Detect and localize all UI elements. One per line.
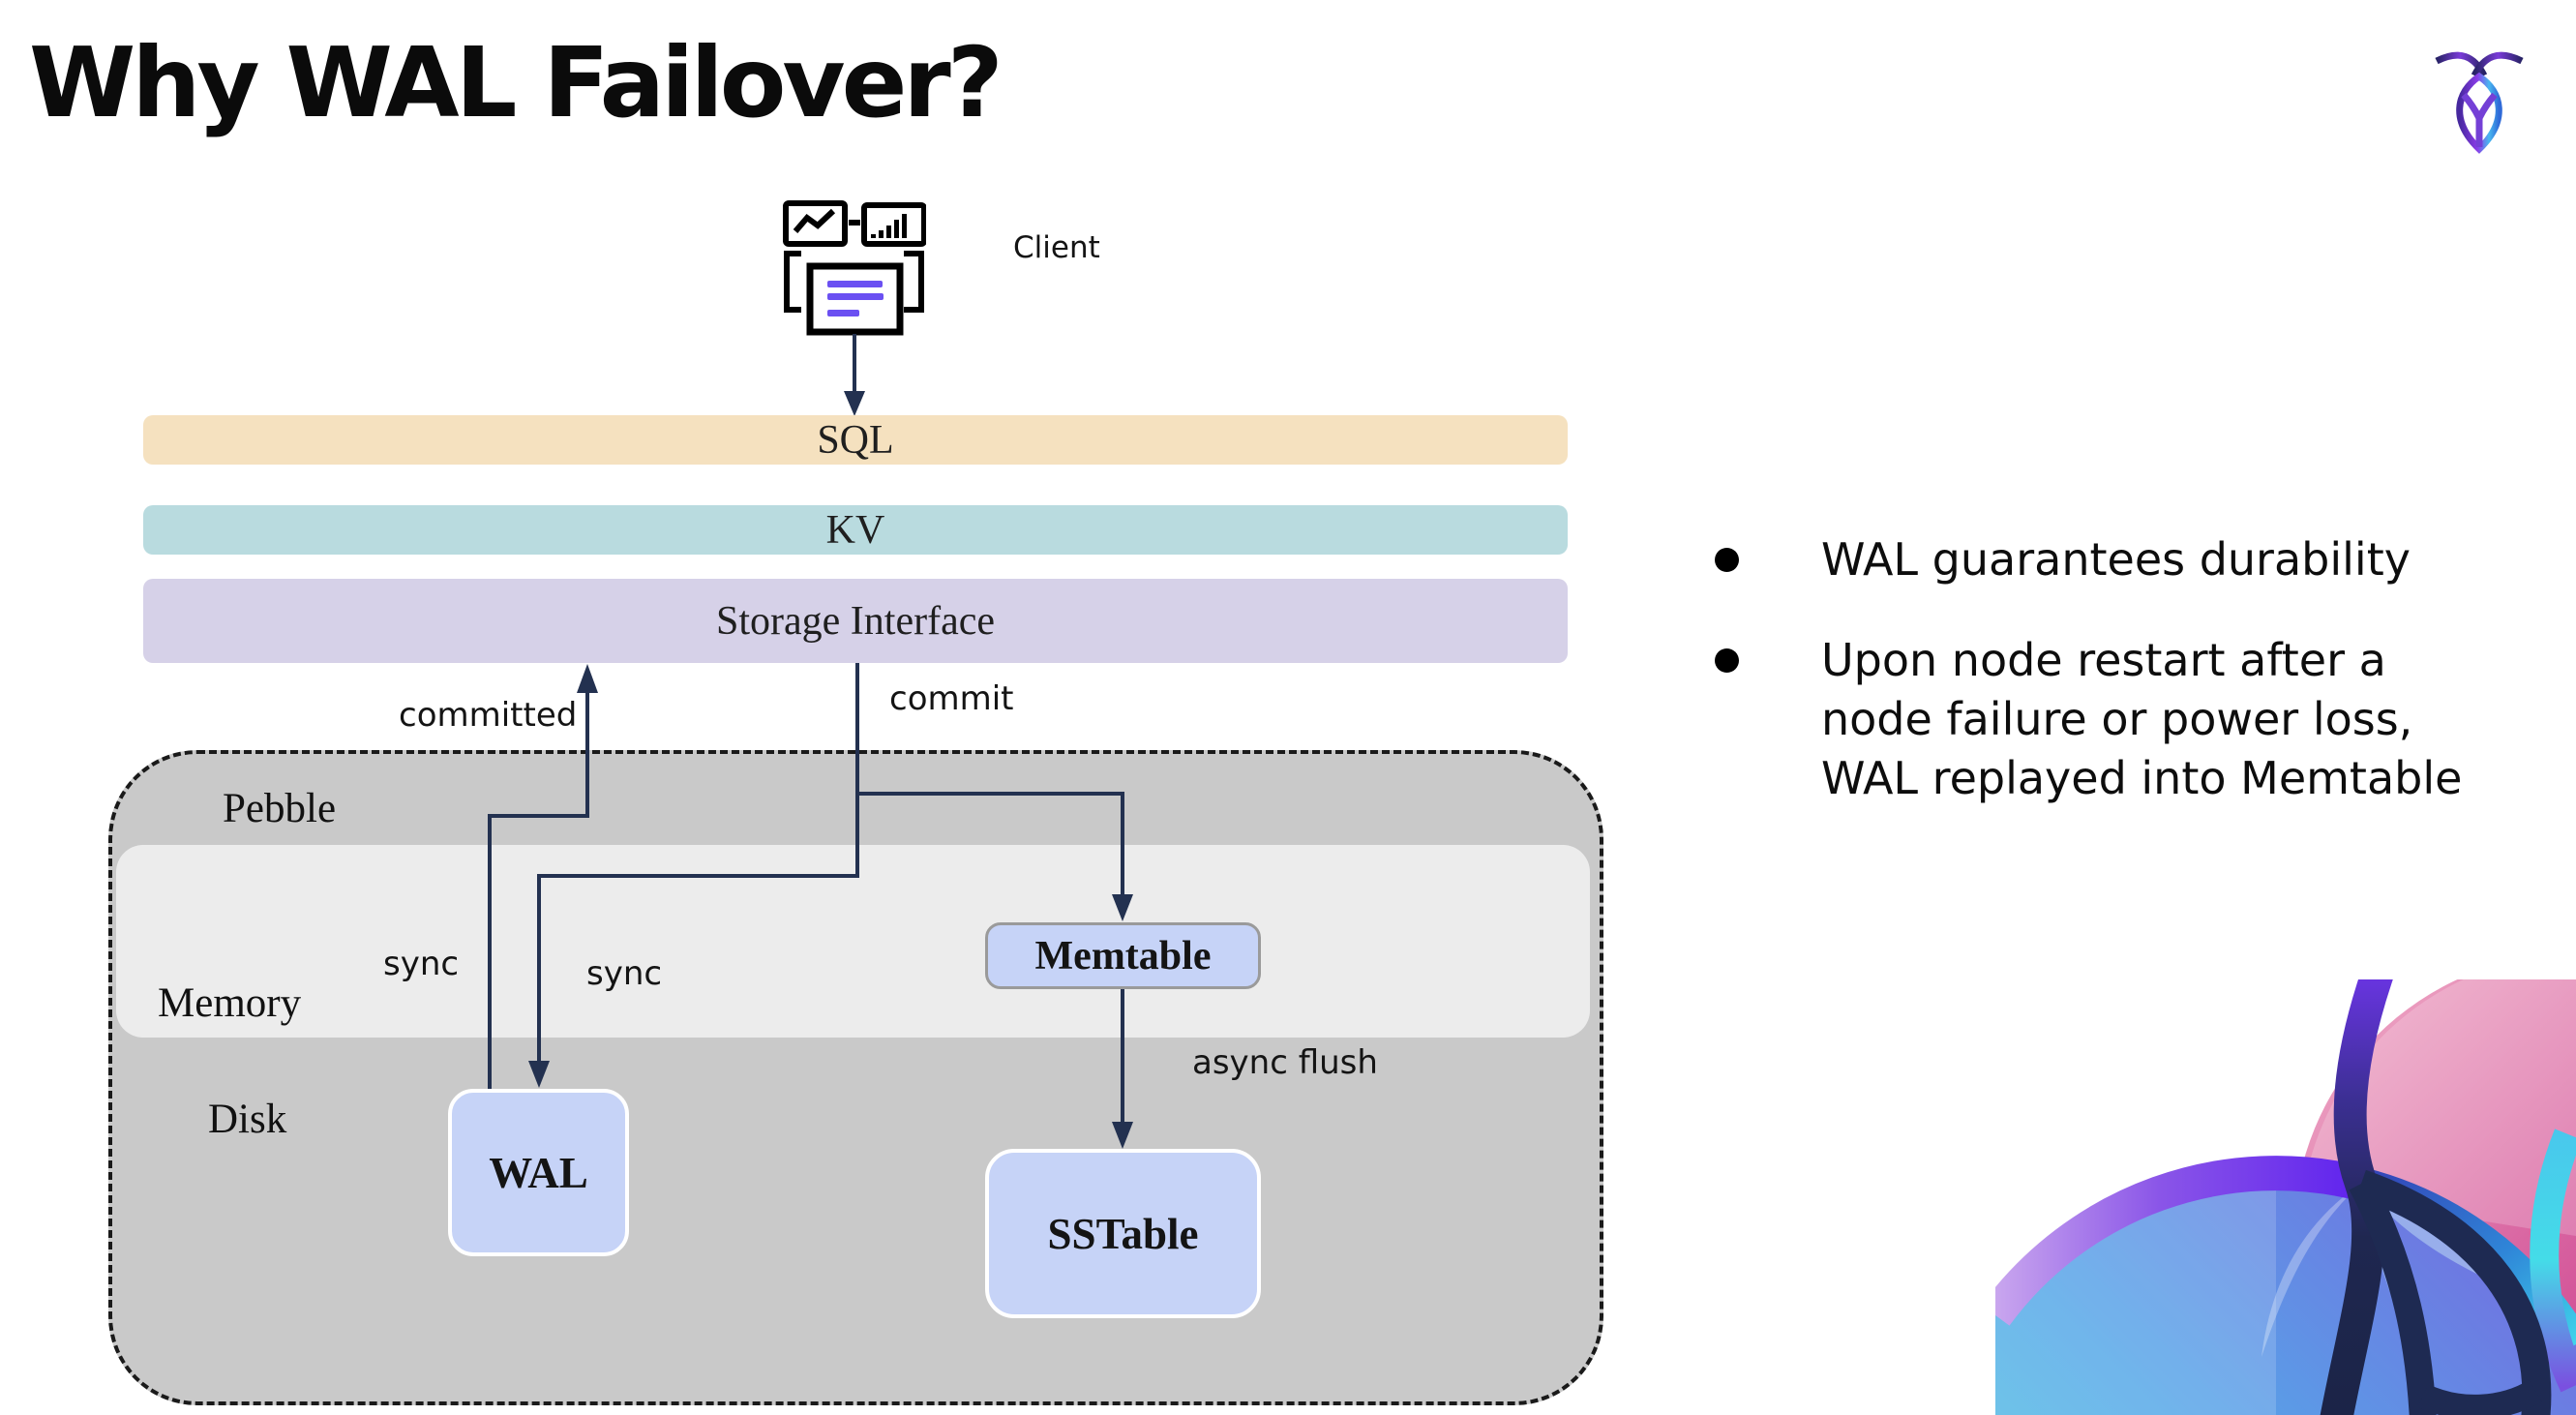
committed-edge-label: committed: [399, 696, 578, 735]
wal-node: WAL: [448, 1089, 629, 1256]
cockroachdb-logo-icon: [2435, 51, 2524, 154]
client-app-icon: [783, 200, 926, 336]
sstable-node-label: SSTable: [1047, 1209, 1199, 1258]
line-chart-icon: [783, 200, 848, 247]
line-chart-line: [793, 208, 836, 233]
storage-interface-bar: Storage Interface: [143, 579, 1568, 663]
storage-interface-label: Storage Interface: [716, 598, 995, 644]
bullet-dot: [1715, 648, 1739, 673]
sync-left-edge-label: sync: [383, 945, 460, 983]
sql-layer-label: SQL: [817, 417, 894, 463]
bullet-text-1: WAL guarantees durability: [1821, 533, 2411, 586]
page-title: Why WAL Failover?: [29, 26, 1003, 139]
memtable-node: Memtable: [985, 922, 1261, 989]
sync-right-edge-label: sync: [586, 954, 663, 993]
bullet-dot: [1715, 548, 1739, 572]
bullet-item-2: Upon node restart after a node failure o…: [1715, 631, 2576, 808]
sstable-node: SSTable: [985, 1149, 1261, 1318]
bullet-item-1: WAL guarantees durability: [1715, 530, 2576, 589]
bullet-text-2: Upon node restart after a node failure o…: [1821, 634, 2463, 804]
disk-label: Disk: [208, 1097, 287, 1142]
wal-node-label: WAL: [489, 1148, 588, 1197]
bar-chart-bars: [871, 214, 907, 238]
bullet-list: WAL guarantees durability Upon node rest…: [1715, 530, 2576, 850]
cockroachdb-brand-graphic: [1995, 979, 2576, 1415]
memory-label: Memory: [158, 980, 302, 1026]
memory-band: [116, 845, 1590, 1038]
async-flush-edge-label: async flush: [1192, 1043, 1378, 1082]
memtable-node-label: Memtable: [1034, 933, 1212, 978]
right-bracket-icon: [904, 251, 924, 313]
left-bracket-icon: [784, 251, 801, 313]
sql-layer-bar: SQL: [143, 415, 1568, 465]
pebble-label: Pebble: [223, 786, 337, 831]
bar-chart-icon: [861, 202, 926, 247]
commit-edge-label: commit: [889, 679, 1014, 718]
document-icon: [806, 262, 904, 336]
kv-layer-label: KV: [825, 507, 885, 553]
client-label: Client: [1013, 230, 1100, 265]
document-lines: [827, 281, 884, 316]
kv-layer-bar: KV: [143, 505, 1568, 555]
